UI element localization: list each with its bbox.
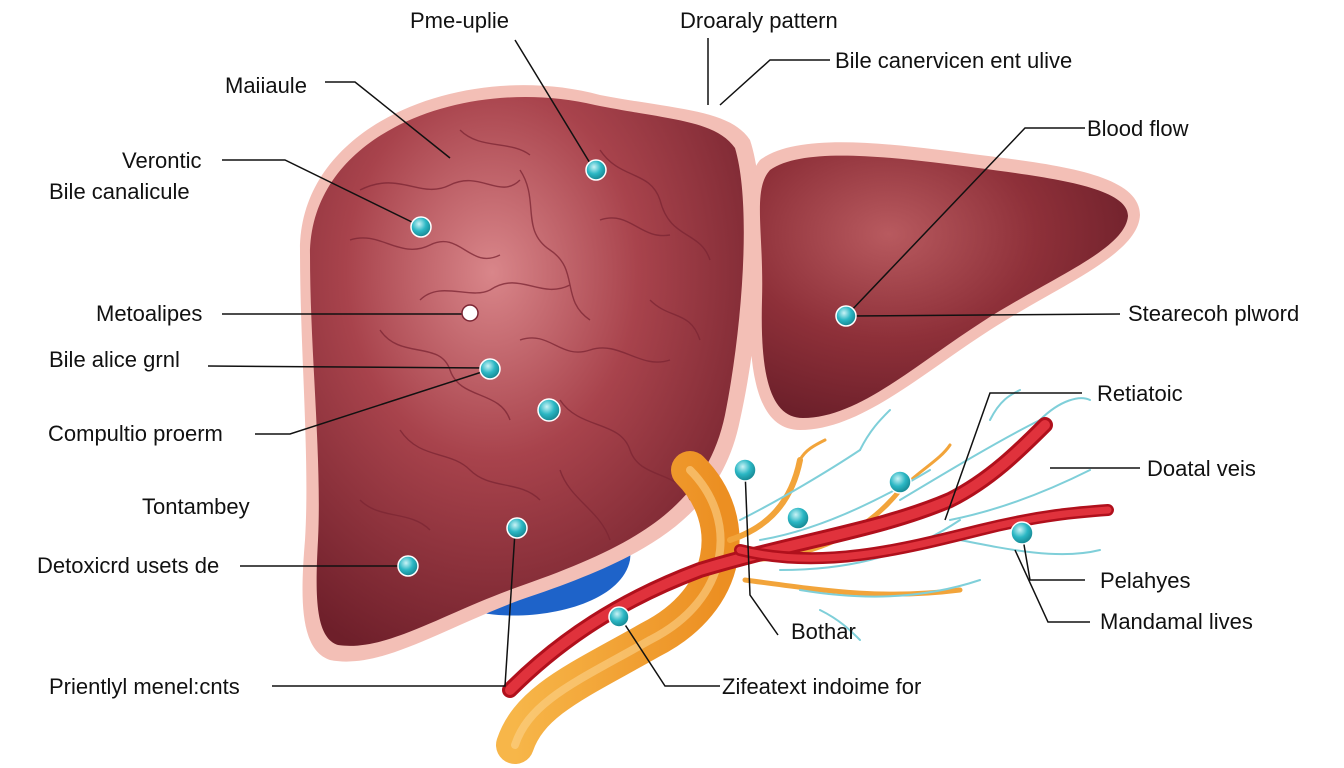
marker-dot [888, 470, 912, 494]
label-bile-alice-grnl: Bile alice grnl [49, 347, 180, 372]
label-bile-canalicule: Bile canalicule [49, 179, 190, 204]
marker-dot [479, 358, 501, 380]
label-verontic: Verontic [122, 148, 202, 173]
label-mandamal-lives: Mandamal lives [1100, 609, 1253, 634]
marker-dot [506, 517, 528, 539]
label-pelahyes: Pelahyes [1100, 568, 1191, 593]
label-retiatoic: Retiatoic [1097, 381, 1183, 406]
leader-lines [207, 38, 1140, 687]
label-prientlyl: Prientlyl menel:cnts [49, 674, 240, 699]
label-doatal-veis: Doatal veis [1147, 456, 1256, 481]
label-tontambey: Tontambey [142, 494, 250, 519]
bile-duct [496, 438, 963, 764]
marker-dot [1010, 521, 1034, 545]
surface-veins [349, 129, 711, 541]
label-blood-flow: Blood flow [1087, 116, 1189, 141]
right-lobe [748, 142, 1140, 430]
label-zifeatext: Zifeatext indoime for [722, 674, 921, 699]
label-droaraly-pattern: Droaraly pattern [680, 8, 838, 33]
marker-dot [608, 606, 630, 628]
capillaries [739, 389, 1101, 641]
marker-dot [786, 506, 810, 530]
label-stearecoh-plword: Stearecoh plword [1128, 301, 1299, 326]
markers [397, 159, 1034, 628]
marker-dot [410, 216, 432, 238]
label-bothar: Bothar [791, 619, 856, 644]
label-compultio-proerm: Compultio proerm [48, 421, 223, 446]
marker-dot [537, 398, 561, 422]
marker-dot [461, 304, 479, 322]
marker-dot [397, 555, 419, 577]
label-maiiaule: Maiiaule [225, 73, 307, 98]
label-pme-uplie: Pme-uplie [410, 8, 509, 33]
label-bile-canervicen: Bile canervicen ent ulive [835, 48, 1072, 73]
marker-dot [733, 458, 757, 482]
marker-dot [835, 305, 857, 327]
label-detoxicrd: Detoxicrd usets de [37, 553, 219, 578]
marker-dot [585, 159, 607, 181]
hepatic-artery [502, 417, 1114, 698]
labels: Pme-uplie Droaraly pattern Bile canervic… [37, 8, 1299, 699]
label-metoalipes: Metoalipes [96, 301, 202, 326]
